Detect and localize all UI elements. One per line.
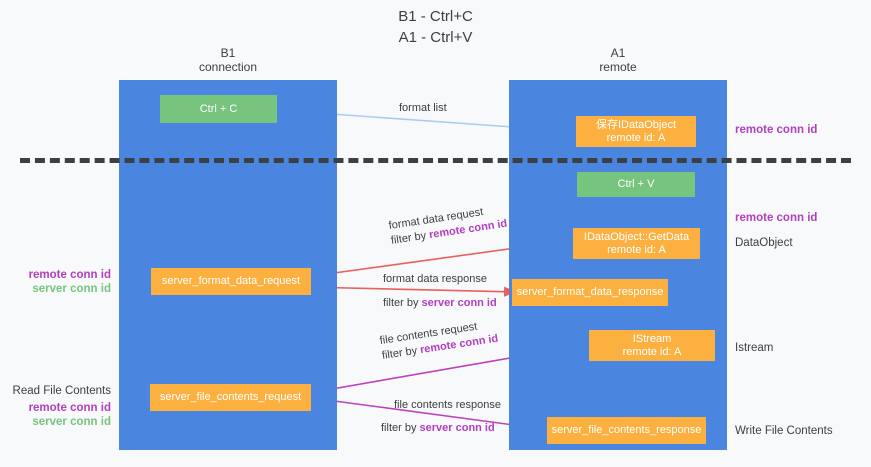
edge-label-format-data-request: format data request filter by remote con… xyxy=(388,202,509,249)
edge-label-format-data-response-text: format data response xyxy=(383,273,487,285)
node-getdata-line2: remote id: A xyxy=(607,243,666,256)
phase-divider xyxy=(20,158,851,163)
edge-label-format-data-response: format data response filter by server co… xyxy=(383,272,497,311)
node-istream-line1: IStream xyxy=(632,332,672,345)
node-server-format-data-response[interactable]: server_format_data_response xyxy=(512,279,668,306)
filter-key-server-conn-id-2: server conn id xyxy=(419,422,495,434)
column-header-b1: B1 connection xyxy=(198,46,258,74)
node-server-file-contents-response-label: server_file_contents_response xyxy=(551,424,702,436)
annotation-left-remote-conn-id-bot: remote conn id xyxy=(28,402,111,414)
edge-label-format-data-response-filter: filter by server conn id xyxy=(383,297,497,309)
node-istream-line2: remote id: A xyxy=(622,345,682,358)
page-title: B1 - Ctrl+C A1 - Ctrl+V xyxy=(398,8,473,46)
annotation-write-file-contents: Write File Contents xyxy=(735,425,833,437)
node-server-format-data-request[interactable]: server_format_data_request xyxy=(151,268,311,295)
node-idataobject-line2: remote id: A xyxy=(606,131,666,144)
edge-label-file-contents-response-text: file contents response xyxy=(394,399,502,411)
edge-label-file-contents-response: file contents response filter by server … xyxy=(381,398,502,436)
node-ctrl-c[interactable]: Ctrl + C xyxy=(160,95,277,123)
annotation-left-remote-conn-id-mid: remote conn id xyxy=(28,269,111,281)
annotation-left-server-conn-id-mid: server conn id xyxy=(32,283,111,295)
annotation-remote-conn-id-top: remote conn id xyxy=(735,124,818,136)
annotation-read-file-contents: Read File Contents xyxy=(12,385,111,397)
node-ctrl-v-label: Ctrl + V xyxy=(617,178,655,190)
node-ctrl-c-label: Ctrl + C xyxy=(199,102,238,115)
node-ctrl-v[interactable]: Ctrl + V xyxy=(577,172,695,197)
node-idataobject-line1: 保存IDataObject xyxy=(595,118,677,131)
column-header-a1: A1 remote xyxy=(599,46,637,74)
node-istream[interactable]: IStream remote id: A xyxy=(589,330,715,361)
node-server-file-contents-request-label: server_file_contents_request xyxy=(159,391,302,403)
edge-label-file-contents-response-filter: filter by server conn id xyxy=(381,422,495,434)
annotation-remote-conn-id-middle: remote conn id xyxy=(735,212,818,224)
node-idataobject-getdata[interactable]: IDataObject::GetData remote id: A xyxy=(573,228,700,259)
node-getdata-line1: IDataObject::GetData xyxy=(583,230,690,243)
edge-label-file-contents-request: file contents request filter by remote c… xyxy=(379,317,500,364)
annotation-dataobject: DataObject xyxy=(735,237,793,249)
node-server-file-contents-request[interactable]: server_file_contents_request xyxy=(150,384,311,411)
edge-label-format-list: format list xyxy=(399,101,447,116)
node-idataobject[interactable]: 保存IDataObject remote id: A xyxy=(576,116,696,147)
node-server-format-data-response-label: server_format_data_response xyxy=(516,286,664,298)
annotation-istream: Istream xyxy=(735,342,774,354)
edge-label-format-list-text: format list xyxy=(399,102,447,114)
node-server-file-contents-response[interactable]: server_file_contents_response xyxy=(547,417,706,444)
annotation-left-server-conn-id-bot: server conn id xyxy=(32,416,111,428)
node-server-format-data-request-label: server_format_data_request xyxy=(161,275,301,287)
filter-key-server-conn-id: server conn id xyxy=(421,297,497,309)
